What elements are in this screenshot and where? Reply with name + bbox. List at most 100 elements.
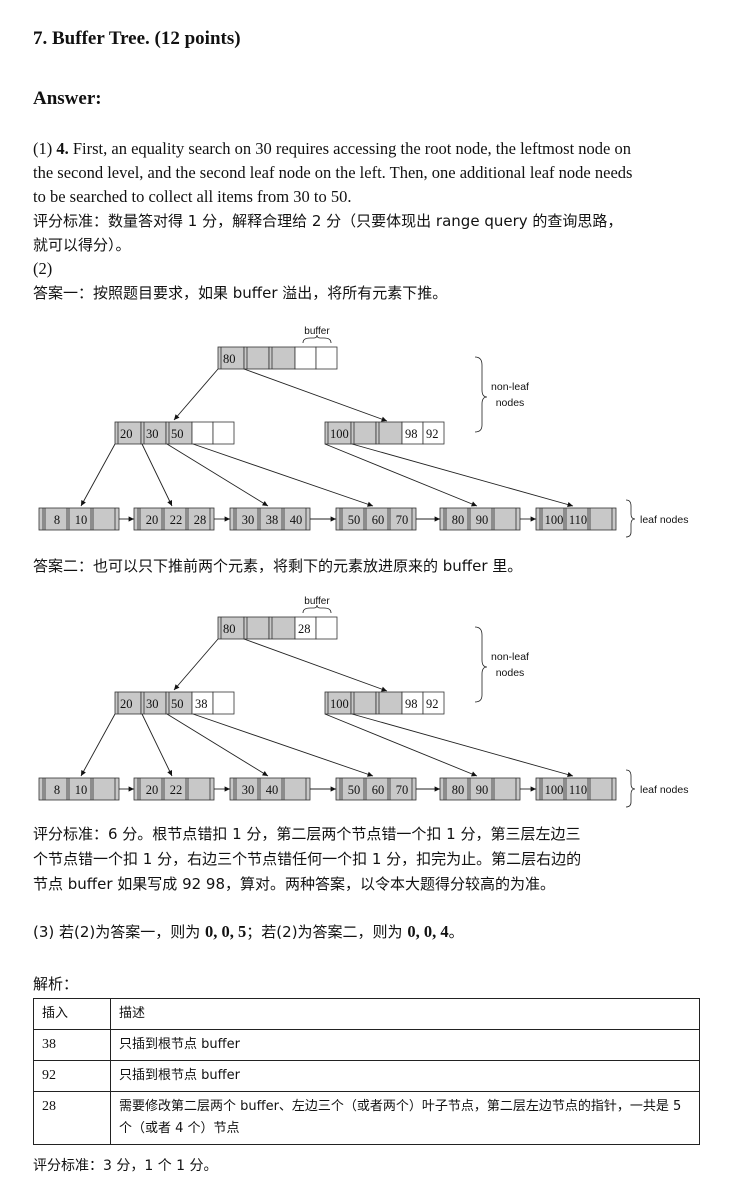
leaf-value: 50 [348, 783, 361, 797]
key-cell [375, 691, 403, 715]
part3-mid: ；若(2)为答案二，则为 [246, 923, 408, 941]
arrowhead [434, 516, 440, 522]
leaf-value: 30 [242, 783, 255, 797]
arrowhead [167, 500, 172, 506]
answer2-caption: 答案二：也可以只下推前两个元素，将剩下的元素放进原来的 buffer 里。 [33, 557, 523, 575]
leaf-value: 80 [452, 783, 465, 797]
key-cell [243, 346, 270, 370]
part1-prefix: (1) [33, 139, 57, 158]
nonleaf-label: non-leaf [491, 381, 529, 393]
table-header-row: 插入 描述 [33, 998, 700, 1030]
cell-insert: 38 [33, 1029, 111, 1061]
buffer-cell [212, 691, 235, 715]
arrowhead [128, 786, 134, 792]
leaf-value: 70 [396, 513, 409, 527]
leaf-value: 38 [266, 513, 279, 527]
arrowhead [367, 771, 373, 777]
pointer-arrow [141, 443, 173, 507]
buffer-label: buffer [304, 596, 330, 607]
buffer-value: 92 [426, 427, 439, 441]
analysis-table: 插入 描述 38 只插到根节点 buffer 92 只插到根节点 buffer … [33, 998, 700, 1145]
table-row: 38 只插到根节点 buffer [33, 1029, 700, 1061]
leaf-value: 110 [569, 513, 587, 527]
part1-text1: First, an equality search on 30 requires… [68, 139, 631, 158]
part1-text3: to be searched to collect all items from… [33, 187, 352, 206]
buffer-value: 38 [195, 697, 208, 711]
arrowhead [567, 772, 573, 778]
leaf-value: 60 [372, 513, 385, 527]
arrowhead [471, 771, 477, 777]
arrowhead [530, 786, 536, 792]
part1-grading1: 评分标准：数量答对得 1 分，解释合理给 2 分（只要体现出 range que… [33, 212, 623, 230]
arrowhead [167, 770, 172, 776]
part1-bold: 4. [56, 139, 69, 158]
arrowhead [434, 786, 440, 792]
leaf-brace [625, 769, 636, 808]
leaf-value: 8 [54, 513, 60, 527]
buffer-cell [422, 691, 445, 715]
pointer-arrow [80, 713, 116, 777]
key-value: 20 [120, 427, 133, 441]
leaf-value: 30 [242, 513, 255, 527]
pointer-arrow [166, 443, 269, 507]
buffer-label: buffer [304, 326, 330, 337]
arrowhead [81, 770, 86, 776]
pointer-arrow [351, 443, 574, 507]
key-value: 30 [146, 427, 159, 441]
part3-end: 。 [448, 923, 464, 941]
arrowhead [174, 414, 180, 420]
pointer-arrow [351, 713, 574, 777]
nonleaf-label: nodes [496, 667, 525, 679]
nonleaf-label: non-leaf [491, 651, 529, 663]
pointer-arrow [243, 638, 388, 692]
leaf-node: 50 60 70 [335, 507, 417, 531]
root-node: 80 [217, 346, 338, 370]
part3-bold1: 0, 0, 5 [205, 922, 247, 941]
part2-grading1: 评分标准：6 分。根节点错扣 1 分，第二层两个节点错一个扣 1 分，第三层左边… [33, 825, 581, 843]
cell-desc: 需要修改第二层两个 buffer、左边三个（或者两个）叶子节点，第二层左边节点的… [110, 1091, 700, 1145]
arrowhead [567, 502, 573, 508]
leaf-value: 90 [476, 513, 489, 527]
buffer-value: 98 [405, 697, 418, 711]
part3-bold2: 0, 0, 4 [407, 922, 449, 941]
buffer-cell [422, 421, 445, 445]
pointer-arrow [192, 713, 374, 777]
pointer-arrow [324, 713, 478, 777]
leaf-value: 90 [476, 783, 489, 797]
cell-desc: 只插到根节点 buffer [110, 1029, 700, 1061]
arrowhead [330, 786, 336, 792]
arrowhead [381, 416, 387, 422]
nonleaf-brace [474, 356, 488, 433]
buffer-value: 98 [405, 427, 418, 441]
leaf-value: 22 [170, 513, 183, 527]
header-desc: 描述 [110, 998, 700, 1030]
arrowhead [367, 501, 373, 507]
key-cell [375, 421, 403, 445]
part1-text2: the second level, and the second leaf no… [33, 163, 633, 182]
leaf-label: leaf nodes [640, 784, 688, 796]
pointer-arrow [192, 443, 374, 507]
key-cell [243, 616, 270, 640]
key-cell [350, 421, 377, 445]
buffer-cell [294, 346, 317, 370]
arrowhead [381, 686, 387, 692]
leaf-value: 50 [348, 513, 361, 527]
key-value: 80 [223, 352, 236, 366]
answer-heading: Answer: [33, 88, 102, 109]
arrowhead [471, 501, 477, 507]
leaf-value: 20 [146, 783, 159, 797]
key-value: 50 [171, 697, 184, 711]
arrowhead [262, 770, 268, 776]
key-value: 20 [120, 697, 133, 711]
